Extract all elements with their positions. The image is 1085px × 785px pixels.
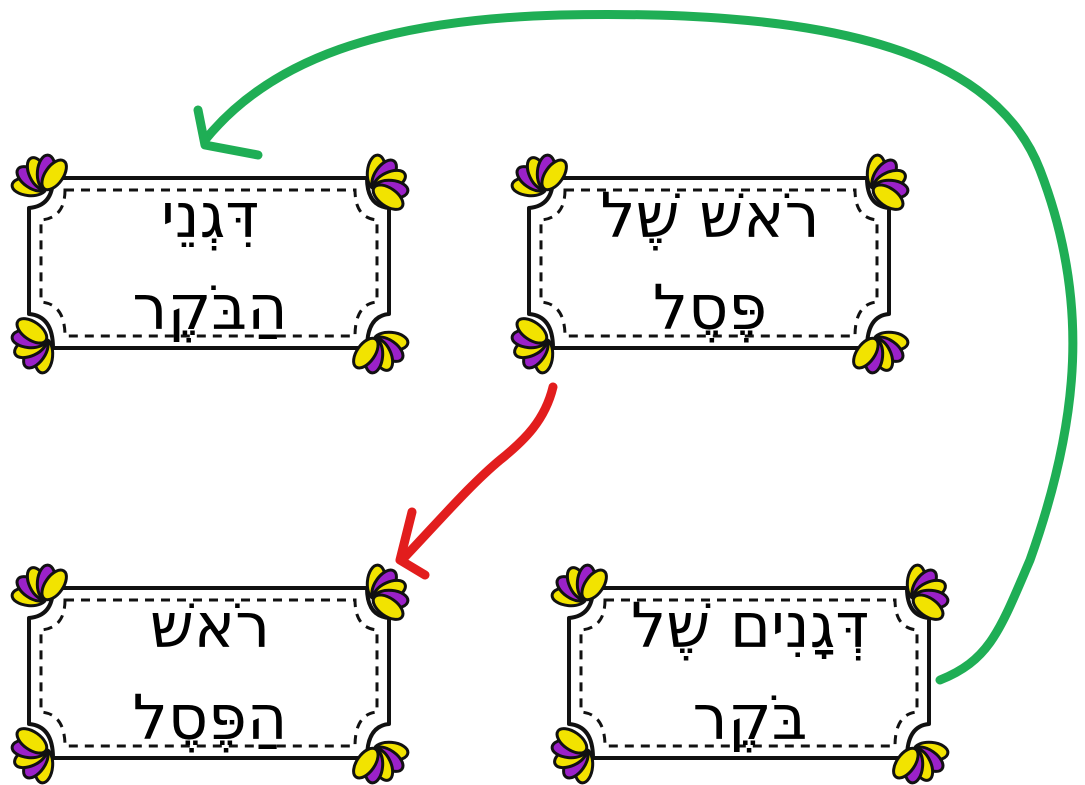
flower-icon <box>892 740 950 785</box>
label-card-digney-haboker: דִּגְנֵי הַבֹּקֶר <box>10 153 410 375</box>
card-line-1: דִּגְנֵי <box>160 179 260 252</box>
flower-icon <box>10 563 68 608</box>
label-card-rosh-shel-pesel: רֹאשׁ שֶׁל פֶּסֶל <box>510 153 910 375</box>
flower-icon <box>10 153 68 198</box>
flower-icon <box>10 317 55 375</box>
green-arrowhead <box>193 105 263 160</box>
card-text: דְּגָנִים שֶׁל בֹּקֶר <box>595 589 905 754</box>
flower-icon <box>352 740 410 785</box>
card-line-1: רֹאשׁ שֶׁל <box>600 179 820 252</box>
red-arrow-path <box>397 382 558 565</box>
card-text: רֹאשׁ שֶׁל פֶּסֶל <box>555 179 865 344</box>
card-line-1: רֹאשׁ <box>149 589 271 662</box>
arrow-icon <box>395 382 558 580</box>
label-card-dganim-shel-boker: דְּגָנִים שֶׁל בֹּקֶר <box>550 563 950 785</box>
red-arrowhead <box>395 507 430 580</box>
card-text: רֹאשׁ הַפֶּסֶל <box>55 589 365 754</box>
card-line-2: הַבֹּקֶר <box>132 271 288 344</box>
card-line-2: בֹּקֶר <box>692 681 808 754</box>
card-line-2: הַפֶּסֶל <box>132 681 288 754</box>
card-text: דִּגְנֵי הַבֹּקֶר <box>55 179 365 344</box>
label-card-rosh-hapesel: רֹאשׁ הַפֶּסֶל <box>10 563 410 785</box>
flower-icon <box>10 727 55 785</box>
card-line-1: דְּגָנִים שֶׁל <box>630 589 870 662</box>
card-line-2: פֶּסֶל <box>652 271 768 344</box>
flower-icon <box>550 727 595 785</box>
